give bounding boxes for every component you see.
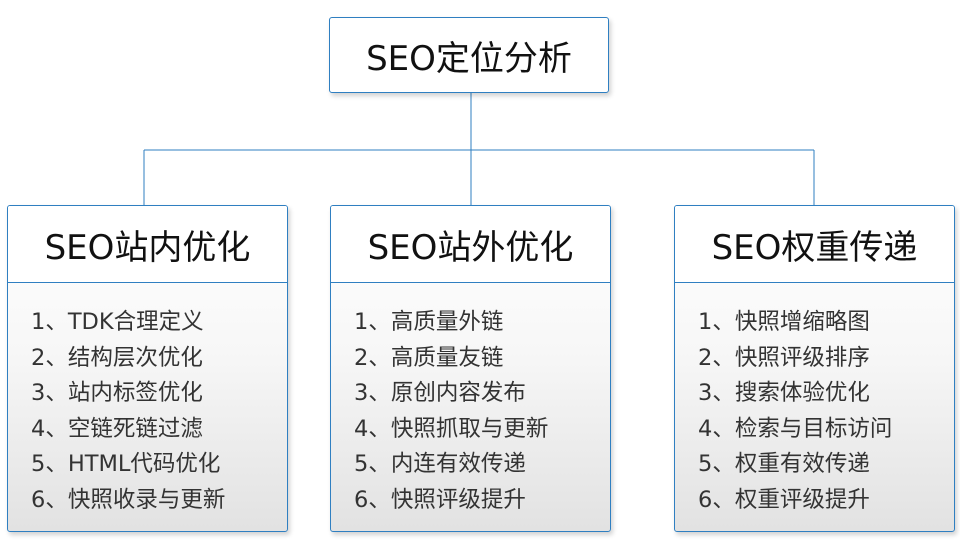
list-item: 6、权重评级提升 [698,486,870,513]
branch-title: SEO权重传递 [675,206,954,283]
list-item: 4、空链死链过滤 [31,415,203,442]
root-title: SEO定位分析 [366,38,572,79]
list-item: 1、快照增缩略图 [698,309,870,335]
branch-item-list: 1、TDK合理定义 2、结构层次优化 3、站内标签优化 4、空链死链过滤 5、H… [8,283,287,518]
list-item: 2、高质量友链 [354,344,504,371]
branch-item-list: 1、高质量外链 2、高质量友链 3、原创内容发布 4、快照抓取与更新 5、内连有… [331,283,610,518]
list-item: 1、高质量外链 [354,309,504,335]
branch-weight-transfer: SEO权重传递 1、快照增缩略图 2、快照评级排序 3、搜索体验优化 4、检索与… [674,205,955,532]
branch-title: SEO站内优化 [8,206,287,283]
list-item: 3、站内标签优化 [31,380,203,406]
list-item: 4、快照抓取与更新 [354,415,549,442]
branch-title: SEO站外优化 [331,206,610,283]
list-item: 1、TDK合理定义 [31,309,204,335]
list-item: 5、HTML代码优化 [31,451,221,477]
list-item: 2、结构层次优化 [31,344,203,371]
list-item: 5、内连有效传递 [354,451,526,477]
list-item: 4、检索与目标访问 [698,415,893,442]
branch-item-list: 1、快照增缩略图 2、快照评级排序 3、搜索体验优化 4、检索与目标访问 5、权… [675,283,954,518]
list-item: 3、搜索体验优化 [698,380,870,406]
list-item: 3、原创内容发布 [354,380,526,406]
root-node: SEO定位分析 [329,17,609,93]
list-item: 6、快照评级提升 [354,486,526,513]
list-item: 6、快照收录与更新 [31,486,226,513]
list-item: 5、权重有效传递 [698,451,870,477]
list-item: 2、快照评级排序 [698,344,870,371]
branch-onsite-optimization: SEO站内优化 1、TDK合理定义 2、结构层次优化 3、站内标签优化 4、空链… [7,205,288,532]
branch-offsite-optimization: SEO站外优化 1、高质量外链 2、高质量友链 3、原创内容发布 4、快照抓取与… [330,205,611,532]
